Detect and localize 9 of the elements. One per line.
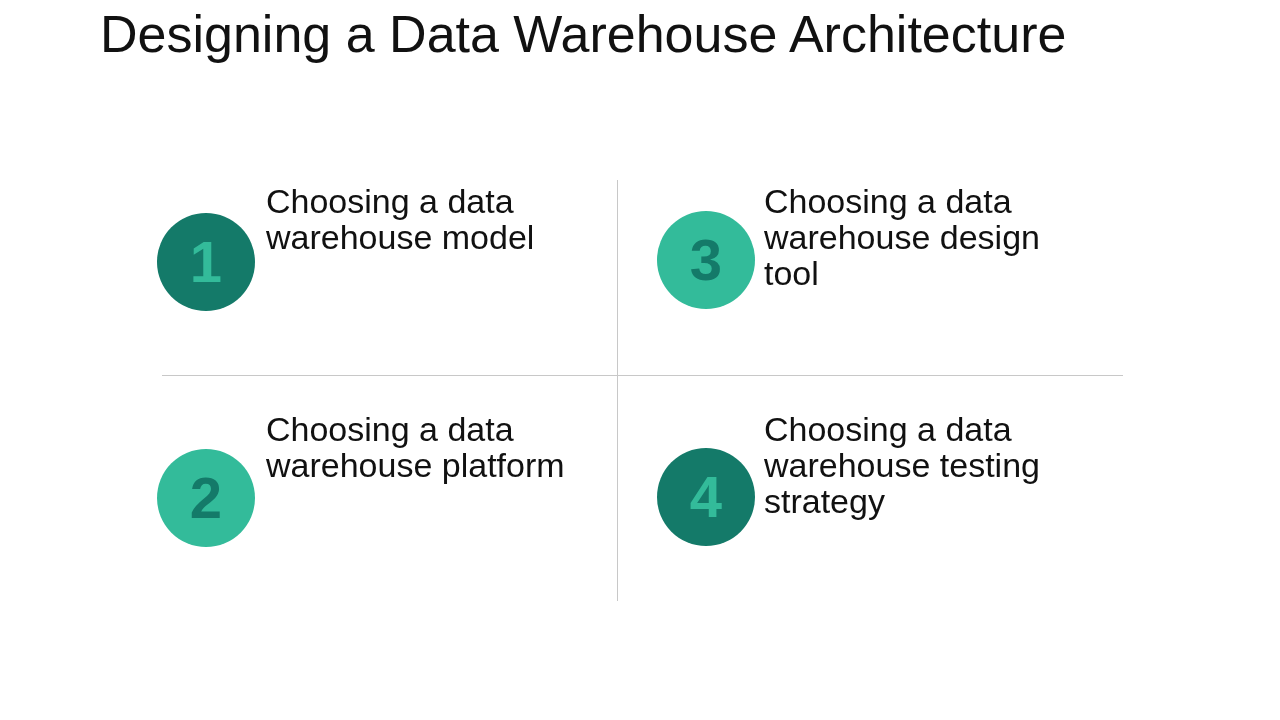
number-circle: 1	[157, 213, 255, 311]
step-title: Choosing a data warehouse testing strategy	[764, 411, 1041, 519]
number-circle: 4	[657, 448, 755, 546]
step-title: Choosing a data warehouse design tool	[764, 183, 1041, 291]
number-circle: 3	[657, 211, 755, 309]
number-circle: 2	[157, 449, 255, 547]
step-title: Choosing a data warehouse platform	[266, 411, 566, 483]
title: Designing a Data Warehouse Architecture	[100, 4, 1067, 64]
step-title: Choosing a data warehouse model	[266, 183, 536, 255]
